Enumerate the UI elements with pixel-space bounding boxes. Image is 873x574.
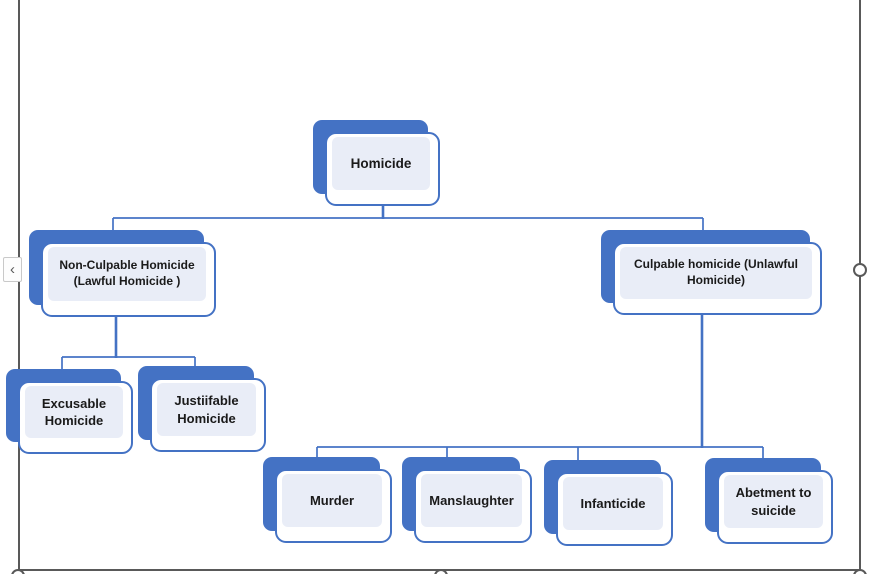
node-murder[interactable]: Murder <box>263 457 392 543</box>
node-abetment-to-suicide[interactable]: Abetment to suicide <box>705 458 833 544</box>
node-label: Abetment to suicide <box>735 485 812 518</box>
node-card: Justiifable Homicide <box>150 378 266 452</box>
node-card: Murder <box>275 469 392 543</box>
node-panel: Murder <box>282 474 382 527</box>
node-card: Abetment to suicide <box>717 470 833 544</box>
node-panel: Homicide <box>332 137 430 190</box>
node-card: Excusable Homicide <box>18 381 133 454</box>
node-infanticide[interactable]: Infanticide <box>544 460 673 546</box>
resize-handle-bottom-middle[interactable] <box>434 569 448 574</box>
node-card: Infanticide <box>556 472 673 546</box>
node-card: Non-Culpable Homicide (Lawful Homicide ) <box>41 242 216 317</box>
node-excusable-homicide[interactable]: Excusable Homicide <box>6 369 133 454</box>
node-label: Non-Culpable Homicide (Lawful Homicide ) <box>59 258 195 288</box>
resize-handle-bottom-right[interactable] <box>853 569 867 574</box>
node-panel: Abetment to suicide <box>724 475 823 528</box>
node-non-culpable-homicide[interactable]: Non-Culpable Homicide (Lawful Homicide ) <box>29 230 216 317</box>
text-pane-toggle-button[interactable]: ‹ <box>3 257 22 282</box>
node-homicide[interactable]: Homicide <box>313 120 440 206</box>
node-label: Murder <box>309 492 355 508</box>
resize-handle-right-middle[interactable] <box>853 263 867 277</box>
node-panel: Culpable homicide (Unlawful Homicide) <box>620 247 812 299</box>
node-justiifable-homicide[interactable]: Justiifable Homicide <box>138 366 266 452</box>
node-manslaughter[interactable]: Manslaughter <box>402 457 532 543</box>
node-card: Homicide <box>325 132 440 206</box>
node-card: Culpable homicide (Unlawful Homicide) <box>613 242 822 315</box>
node-culpable-homicide[interactable]: Culpable homicide (Unlawful Homicide) <box>601 230 822 315</box>
node-label: Justiifable Homicide <box>174 393 239 426</box>
node-panel: Non-Culpable Homicide (Lawful Homicide ) <box>48 247 206 301</box>
node-label: Excusable Homicide <box>41 395 107 428</box>
node-panel: Infanticide <box>563 477 663 530</box>
node-label: Culpable homicide (Unlawful Homicide) <box>633 257 798 287</box>
node-panel: Excusable Homicide <box>25 386 123 438</box>
node-label: Manslaughter <box>429 492 514 508</box>
node-panel: Manslaughter <box>421 474 522 527</box>
node-panel: Justiifable Homicide <box>157 383 256 436</box>
chevron-left-icon: ‹ <box>10 261 15 278</box>
resize-handle-bottom-left[interactable] <box>11 569 25 574</box>
node-label: Infanticide <box>580 495 646 511</box>
selection-frame-right <box>859 0 861 570</box>
selection-frame-left <box>18 0 20 570</box>
node-label: Homicide <box>350 155 412 171</box>
node-card: Manslaughter <box>414 469 532 543</box>
